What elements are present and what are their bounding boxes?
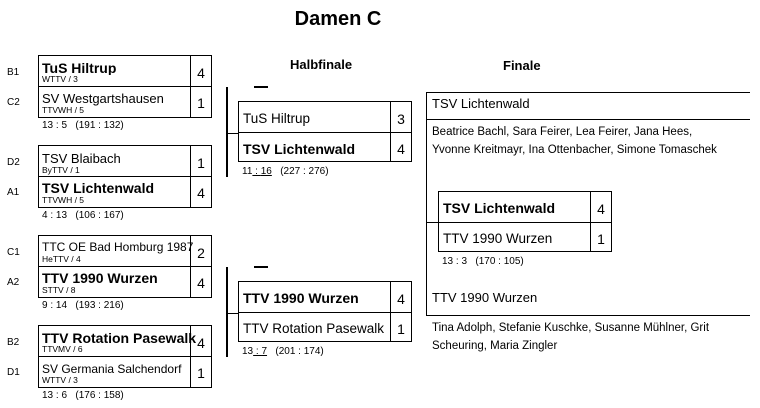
roster-team-name: TSV Lichtenwald (432, 96, 530, 111)
team-name: TTV Rotation Pasewalk (243, 322, 385, 336)
team-name: TTC OE Bad Homburg 1987 (42, 240, 194, 254)
score-column (390, 102, 412, 161)
bracket-connector (226, 133, 238, 134)
bracket-connector (226, 313, 238, 314)
divider (39, 266, 211, 267)
round1-match-box: TTV Rotation Pasewalk TTVMV / 6 4 SV Ger… (38, 325, 212, 388)
page-title: Damen C (294, 8, 382, 30)
team-score: 4 (197, 275, 205, 291)
team-name: TTV Rotation Pasewalk (42, 331, 197, 345)
score-column (590, 192, 612, 251)
association: TTVWH / 5 (42, 105, 85, 115)
seed-label: C2 (7, 97, 20, 108)
seed-label: A1 (7, 187, 20, 198)
divider (39, 356, 211, 357)
team-name: TTV 1990 Wurzen (42, 271, 158, 285)
semifinal-match-box: TuS Hiltrup 3 TSV Lichtenwald 4 (238, 101, 412, 162)
match-result: 13 : 3 (170 : 105) (442, 256, 524, 267)
divider (239, 132, 411, 133)
seed-label: D1 (7, 367, 20, 378)
association: STTV / 8 (42, 285, 76, 295)
round1-match-box: TuS Hiltrup WTTV / 3 4 SV Westgartshause… (38, 55, 212, 118)
team-score: 4 (397, 291, 405, 307)
team-name: SV Germania Salchendorf (42, 362, 182, 376)
roster-line: Scheuring, Maria Zingler (432, 340, 558, 352)
final-heading: Finale (503, 58, 541, 73)
final-match-box: TSV Lichtenwald 4 TTV 1990 Wurzen 1 (438, 191, 612, 252)
score-column (390, 282, 412, 341)
seed-label: B1 (7, 67, 20, 78)
roster-line: Tina Adolph, Stefanie Kuschke, Susanne M… (432, 322, 710, 334)
team-score: 4 (197, 185, 205, 201)
roster-line: Beatrice Bachl, Sara Feirer, Lea Feirer,… (432, 126, 693, 138)
seed-label: B2 (7, 337, 20, 348)
score-column (190, 236, 212, 297)
team-name: TSV Lichtenwald (443, 201, 556, 215)
divider (39, 176, 211, 177)
association: WTTV / 3 (42, 74, 78, 84)
match-result: 4 : 13 (106 : 167) (42, 210, 124, 221)
team-score: 3 (397, 111, 405, 127)
team-score: 4 (597, 201, 605, 217)
team-name: TTV 1990 Wurzen (443, 232, 553, 246)
match-result: 9 : 14 (193 : 216) (42, 300, 124, 311)
match-result: 11 : 16 (227 : 276) (242, 166, 329, 177)
divider (439, 222, 611, 223)
seed-label: A2 (7, 277, 20, 288)
seed-label: C1 (7, 247, 20, 258)
association: ByTTV / 1 (42, 165, 80, 175)
team-score: 1 (397, 321, 405, 337)
bracket-connector (226, 267, 228, 357)
match-result: 13 : 7 (201 : 174) (242, 346, 324, 357)
round1-match-box: TSV Blaibach ByTTV / 1 1 TSV Lichtenwald… (38, 145, 212, 208)
divider (239, 312, 411, 313)
bracket-connector (254, 266, 268, 268)
association: HeTTV / 4 (42, 254, 81, 264)
roster-players: Tina Adolph, Stefanie Kuschke, Susanne M… (432, 319, 709, 355)
team-score: 1 (597, 231, 605, 247)
team-name: TuS Hiltrup (42, 61, 117, 75)
association: TTVMV / 6 (42, 344, 83, 354)
team-name: TSV Lichtenwald (42, 181, 155, 195)
team-name: TTV 1990 Wurzen (243, 291, 359, 305)
score-column (190, 326, 212, 387)
match-result: 13 : 5 (191 : 132) (42, 120, 124, 131)
roster-divider (426, 119, 750, 120)
roster-team-name: TTV 1990 Wurzen (432, 290, 538, 305)
team-score: 1 (197, 95, 205, 111)
team-score: 1 (197, 155, 205, 171)
bracket-connector (426, 92, 750, 93)
team-name: TuS Hiltrup (243, 112, 311, 126)
semifinal-match-box: TTV 1990 Wurzen TTV Rotation Pasewalk 4 … (238, 281, 412, 342)
team-name: TSV Lichtenwald (243, 142, 356, 156)
seed-label: D2 (7, 157, 20, 168)
team-score: 4 (197, 335, 205, 351)
team-score: 4 (197, 65, 205, 81)
roster-line: Yvonne Kreitmayr, Ina Ottenbacher, Simon… (432, 144, 717, 156)
team-score: 1 (197, 365, 205, 381)
bracket-connector (254, 86, 268, 88)
score-column (190, 56, 212, 117)
bracket-connector (426, 222, 438, 223)
score-column (190, 146, 212, 207)
semifinal-heading: Halbfinale (290, 57, 353, 72)
match-result: 13 : 6 (176 : 158) (42, 390, 124, 401)
round1-match-box: TTC OE Bad Homburg 1987 HeTTV / 4 2 TTV … (38, 235, 212, 298)
divider (39, 86, 211, 87)
team-score: 4 (397, 141, 405, 157)
bracket-connector (426, 92, 427, 316)
bracket-connector (426, 315, 750, 316)
association: TTVWH / 5 (42, 195, 85, 205)
team-score: 2 (197, 245, 205, 261)
team-name: SV Westgartshausen (42, 92, 164, 106)
roster-players: Beatrice Bachl, Sara Feirer, Lea Feirer,… (432, 123, 717, 159)
team-name: TSV Blaibach (42, 152, 121, 166)
bracket-connector (226, 87, 228, 177)
association: WTTV / 3 (42, 375, 78, 385)
